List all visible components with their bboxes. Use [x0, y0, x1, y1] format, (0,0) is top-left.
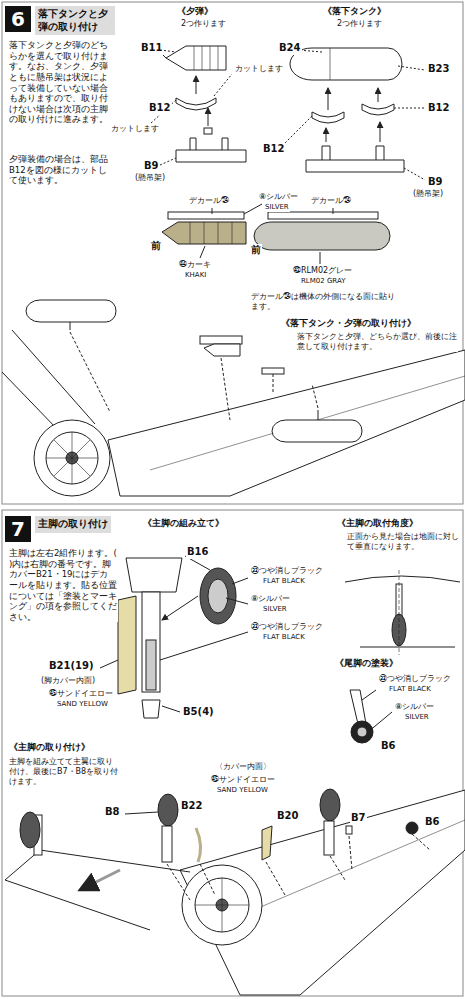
note: 2つ作ります — [180, 19, 227, 29]
paint-label: SILVER — [404, 713, 430, 722]
note: 主脚を組み立てて主翼に取り付け、最後にB7・B8を取り付けます。 — [8, 757, 120, 787]
group-heading: 《主脚の組み立て》 — [142, 518, 225, 529]
note: デカール㉔は機体の外側になる面に貼ります。 — [250, 292, 402, 312]
note: 夕弾装備の場合は、部品B12を図の様にカットして使います。 — [8, 154, 114, 186]
note: 2つ作ります — [336, 19, 383, 29]
step-number: 6 — [5, 6, 31, 32]
part-name: 〈カバー内面〉 — [214, 762, 272, 772]
paint-label: ㊸RLM02グレー — [292, 266, 353, 276]
paint-label: FLAT BLACK — [262, 577, 306, 586]
paint-label: ㊺サンドイエロー — [210, 775, 276, 785]
decal-label: デカール㉔ — [310, 196, 352, 206]
part-number: B21(19) — [48, 660, 95, 673]
part-number: B9 — [143, 160, 160, 173]
group-heading: 《主脚の取り付け》 — [8, 742, 91, 753]
paint-label: FLAT BLACK — [262, 633, 306, 642]
group-heading: 《落下タンク》 — [322, 6, 387, 17]
paint-label: SILVER — [264, 203, 290, 212]
part-number: B12 — [262, 143, 286, 156]
step-title: 主脚の取り付け — [35, 516, 111, 533]
note: 落下タンクと夕弾、どちらか選び、前後に注意して取り付けます。 — [296, 332, 458, 352]
note: カットします — [110, 124, 160, 134]
paint-label: ⑧シルバー — [394, 702, 435, 712]
direction-label: 前 — [250, 244, 262, 257]
step-number: 7 — [5, 516, 31, 542]
part-number: B16 — [186, 546, 210, 559]
note: 主脚は左右2組作ります。( )内は右脚の番号です。脚カバーB21・19にはデカー… — [8, 548, 118, 622]
paint-label: ㊹カーキ — [178, 260, 212, 270]
paint-label: ⑧シルバー — [250, 594, 291, 604]
step-header: 7主脚の取り付け — [5, 516, 115, 542]
part-number: B12 — [427, 102, 451, 115]
group-heading: 《尾脚の塗装》 — [334, 658, 399, 669]
part-number: B12 — [148, 102, 172, 115]
paint-label: ⑧シルバー — [258, 192, 299, 202]
paint-label: ㊺サンドイエロー — [48, 689, 114, 699]
part-number: B24 — [278, 42, 302, 55]
part-number: B8 — [104, 806, 121, 819]
paint-label: KHAKI — [184, 271, 207, 280]
part-number: B5(4) — [182, 706, 215, 719]
group-heading: 《夕弾》 — [176, 6, 214, 17]
group-heading: 《主脚の取付角度》 — [336, 518, 419, 529]
paint-label: ㉝つや消しブラック — [250, 566, 324, 576]
paint-label: RLM02 GRAY — [300, 277, 346, 286]
part-number: B7 — [350, 812, 367, 825]
part-number: B6 — [380, 740, 397, 753]
note: 正面から見た場合は地面に対して垂直になります。 — [346, 532, 462, 552]
note: カットします — [234, 64, 284, 74]
step-title: 落下タンクと夕弾の取り付け — [35, 6, 115, 35]
paint-label: SILVER — [262, 605, 288, 614]
decal-label: デカール㉔ — [188, 196, 230, 206]
part-name: (懸吊架) — [412, 189, 444, 199]
direction-label: 前 — [150, 240, 162, 253]
paint-label: SAND YELLOW — [216, 786, 269, 795]
part-number: B23 — [427, 63, 451, 76]
note: 落下タンクと夕弾のどちらかを選んで取り付けます。なお、タンク、夕弾ともに懸吊架は… — [8, 40, 114, 125]
paint-label: ㉝つや消しブラック — [250, 622, 324, 632]
part-name: (懸吊架) — [134, 173, 166, 183]
paint-label: ㉝つや消しブラック — [378, 674, 452, 684]
part-name: (脚カバー内面) — [40, 676, 96, 686]
paint-label: FLAT BLACK — [388, 685, 432, 694]
part-number: B11 — [140, 42, 164, 55]
part-number: B20 — [276, 810, 300, 823]
paint-label: SAND YELLOW — [56, 700, 109, 709]
part-number: B22 — [180, 800, 204, 813]
step-header: 6落下タンクと夕弾の取り付け — [5, 6, 115, 35]
part-number: B6 — [424, 816, 441, 829]
part-number: B9 — [427, 176, 444, 189]
group-heading: 《落下タンク・夕弾の取り付け》 — [280, 318, 417, 329]
